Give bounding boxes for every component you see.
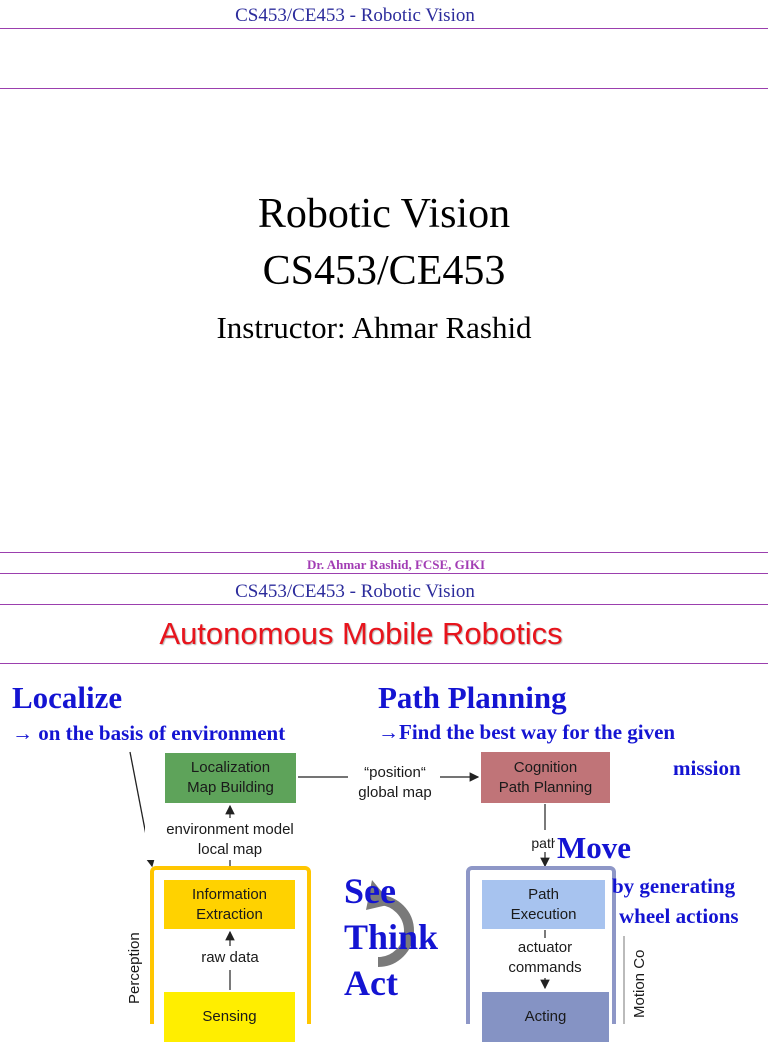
header-rule [0,28,768,29]
slide-2-title-rule [0,663,768,664]
perception-frame [150,866,311,1024]
motion-control-frame [466,866,616,1024]
raw-data-label: raw data [201,949,259,966]
move-heading: Move [555,830,634,866]
acting-box: Acting [482,992,609,1042]
sensing-box-label: Sensing [202,1008,257,1025]
sensing-box: Sensing [164,992,295,1042]
slide-2-title: Autonomous Mobile Robotics [159,616,563,651]
act-label: Act [344,963,398,1003]
instructor-line: Instructor: Ahmar Rashid [216,310,532,345]
slide-1-footer: Dr. Ahmar Rashid, FCSE, GIKI [306,557,486,572]
move-line-1: by generating [612,874,736,898]
position-label-line1: “position“ [364,764,426,781]
path-planning-heading: Path Planning [378,680,567,715]
acting-box-label: Acting [524,1008,567,1025]
move-line-2: wheel actions [619,904,739,928]
path-exec-line2: Execution [510,905,577,923]
slide-1-title: Robotic Vision [257,191,511,237]
localize-heading: Localize [12,680,123,715]
cycle-arrowhead [366,880,392,910]
path-planning-mission: mission [673,756,741,780]
header-rule-lower [0,88,768,89]
env-model-label-line1: environment model [166,821,294,838]
actuator-commands-label: actuator commands [489,938,601,978]
slide-2-header-rule [0,604,768,605]
localization-box-line2: Map Building [187,779,274,796]
perception-label: Perception [126,932,143,1004]
info-box-line1: Information [191,885,268,903]
actuator-label-line1: actuator [517,939,573,956]
localize-description: → on the basis of environment [12,721,286,745]
path-label: path [531,835,559,851]
path-exec-line1: Path [528,885,559,903]
slide-2-header: CS453/CE453 - Robotic Vision [235,581,475,602]
position-label: “position“ global map [336,763,454,803]
think-label: Think [344,917,439,957]
path-planning-description: →Find the best way for the given [378,720,676,744]
cognition-box-line2: Path Planning [498,778,593,796]
info-box-line2: Extraction [196,905,263,923]
cognition-box-line1: Cognition [513,758,578,776]
env-model-label-line2: local map [197,841,263,858]
motion-control-label: Motion Co [631,949,648,1018]
actuator-label-line2: commands [508,959,582,976]
position-label-line2: global map [358,784,432,801]
slide-1-course-code: CS453/CE453 [262,248,506,294]
localization-box-line1: Localization [190,759,271,776]
env-model-label: environment model local map [145,820,315,860]
slide-1-header: CS453/CE453 - Robotic Vision [235,5,475,26]
see-label: See [344,871,396,911]
slide-2-top-rule [0,573,768,574]
footer-rule [0,552,768,553]
